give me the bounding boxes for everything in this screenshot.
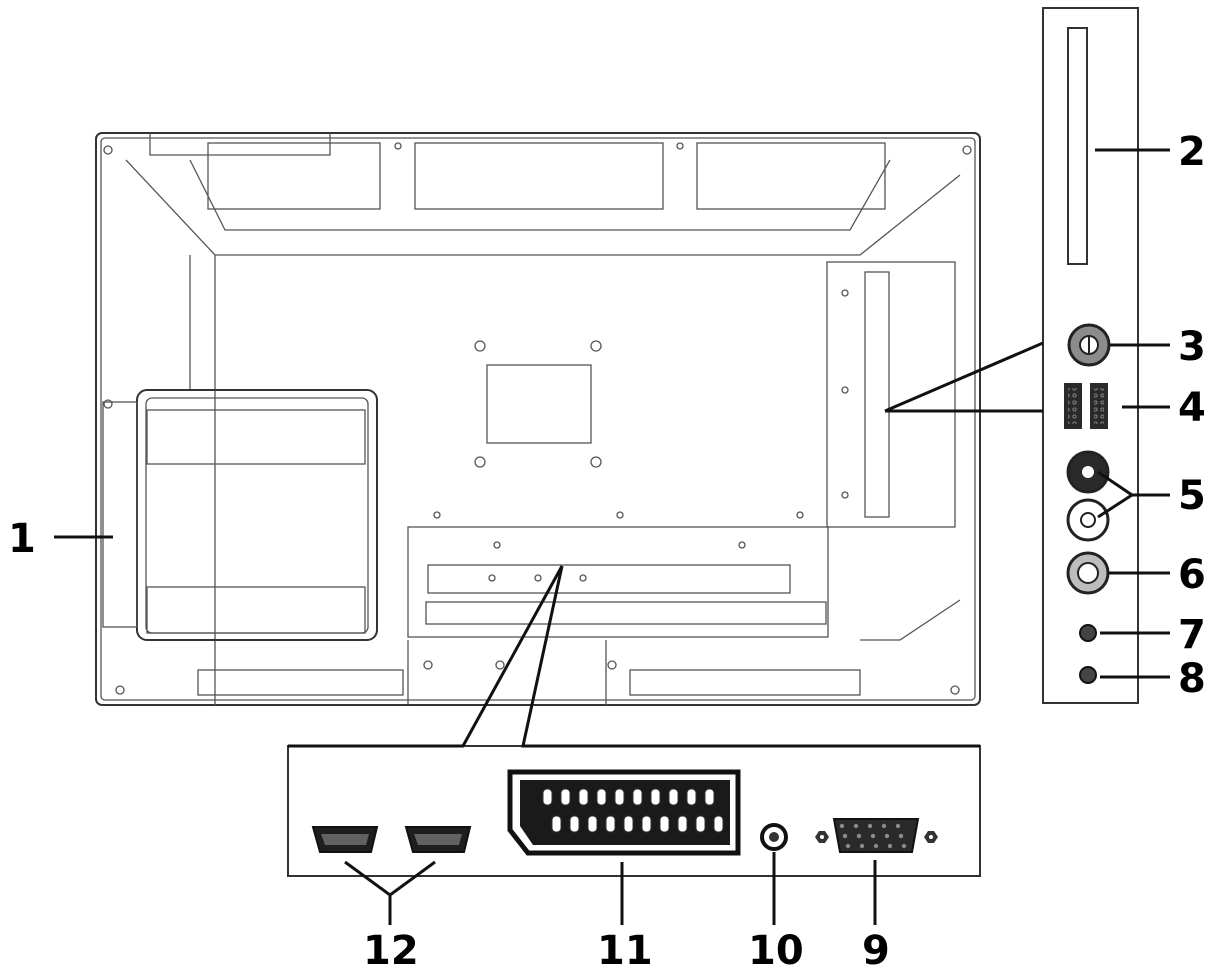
side-connector-panel bbox=[826, 261, 956, 528]
callout-6: 6 bbox=[1178, 552, 1206, 598]
vga-pin bbox=[856, 833, 862, 839]
vga-pin bbox=[898, 833, 904, 839]
callout-7: 7 bbox=[1178, 612, 1206, 658]
callout-5: 5 bbox=[1178, 473, 1206, 519]
vga-pin bbox=[870, 833, 876, 839]
vga-pin bbox=[884, 833, 890, 839]
vga-port-icon bbox=[815, 818, 938, 853]
vent-top-left bbox=[207, 142, 381, 210]
rca-port-icon bbox=[1066, 450, 1110, 542]
scart-pin bbox=[551, 815, 562, 833]
vga-pin bbox=[867, 823, 873, 829]
scart-pin bbox=[677, 815, 688, 833]
audio-in-jack-icon bbox=[1079, 666, 1097, 684]
vent-top-right bbox=[696, 142, 886, 210]
leader-lines bbox=[54, 148, 1170, 925]
antenna-port-icon bbox=[1067, 323, 1111, 367]
callout-labels: 1 2 3 4 5 6 7 8 9 10 11 12 bbox=[8, 129, 1206, 973]
callout-9: 9 bbox=[862, 928, 890, 973]
scart-pin bbox=[632, 788, 643, 806]
usb-port-icon bbox=[1064, 383, 1108, 429]
headphone-jack-icon bbox=[1079, 624, 1097, 642]
power-box bbox=[136, 389, 378, 641]
callout-2: 2 bbox=[1178, 129, 1206, 175]
vga-pin bbox=[901, 843, 907, 849]
callout-4: 4 bbox=[1178, 385, 1206, 431]
scart-pin bbox=[641, 815, 652, 833]
callout-3: 3 bbox=[1178, 324, 1206, 370]
vga-pin bbox=[895, 823, 901, 829]
vga-pin bbox=[873, 843, 879, 849]
vga-pin bbox=[845, 843, 851, 849]
scart-pin bbox=[668, 788, 679, 806]
scart-pin bbox=[713, 815, 724, 833]
scart-pin bbox=[596, 788, 607, 806]
scart-port-icon bbox=[507, 769, 741, 856]
vga-pin bbox=[842, 833, 848, 839]
scart-pin bbox=[686, 788, 697, 806]
scart-pin bbox=[587, 815, 598, 833]
vesa-plate bbox=[486, 364, 592, 444]
vga-pin bbox=[853, 823, 859, 829]
callout-11: 11 bbox=[597, 928, 653, 973]
side-panel-zoom bbox=[1042, 7, 1139, 704]
scart-pin bbox=[578, 788, 589, 806]
scart-pin bbox=[614, 788, 625, 806]
scart-pin bbox=[695, 815, 706, 833]
scart-pin bbox=[650, 788, 661, 806]
hdmi-port-icon bbox=[311, 826, 472, 853]
vga-pin bbox=[859, 843, 865, 849]
callout-10: 10 bbox=[748, 928, 804, 973]
scart-pin bbox=[560, 788, 571, 806]
scart-pin bbox=[605, 815, 616, 833]
scart-pin bbox=[704, 788, 715, 806]
video-port-icon bbox=[1066, 551, 1110, 595]
vga-pin bbox=[881, 823, 887, 829]
bottom-panel-zoom bbox=[287, 745, 981, 877]
vent-bottom-right bbox=[629, 669, 861, 696]
vent-lower-bar bbox=[425, 601, 827, 625]
audio-jack-icon bbox=[760, 823, 788, 851]
scart-pin bbox=[659, 815, 670, 833]
vga-pin bbox=[839, 823, 845, 829]
callout-12: 12 bbox=[363, 928, 419, 973]
tv-back-panel bbox=[95, 132, 981, 706]
card-slot bbox=[1067, 27, 1088, 265]
scart-pin bbox=[542, 788, 553, 806]
callout-8: 8 bbox=[1178, 656, 1206, 702]
vga-pin bbox=[887, 843, 893, 849]
scart-pin bbox=[623, 815, 634, 833]
scart-pin bbox=[569, 815, 580, 833]
vent-top-center bbox=[414, 142, 664, 210]
vent-bottom-left bbox=[197, 669, 404, 696]
callout-1: 1 bbox=[8, 516, 36, 562]
